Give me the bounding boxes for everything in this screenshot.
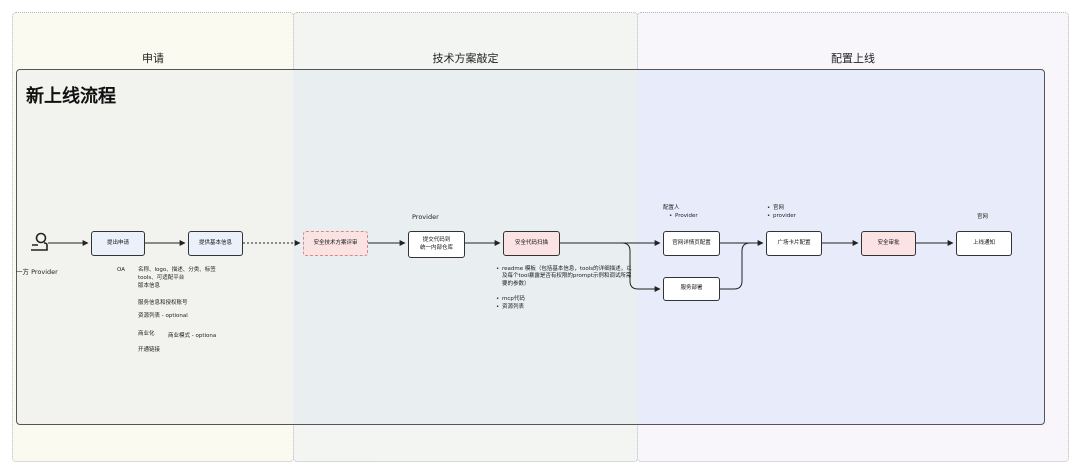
resource-list: 资源列表 - optional [138,313,188,319]
actor-label: 一方 Provider [16,268,58,276]
node-launch-notice[interactable]: 上线通知 [956,231,1012,256]
node-submit-code[interactable]: 提交代码到 统一内部仓库 [408,231,465,258]
node-security-audit[interactable]: 安全审批 [861,231,916,256]
oa-label: OA [117,267,125,273]
node-code-scan[interactable]: 安全代码扫描 [503,231,560,256]
node-deploy[interactable]: 服务部署 [663,277,720,301]
lane-title-config-launch: 配置上线 [831,52,875,65]
service-info: 服务信息和授权账号 [138,300,188,306]
commercial: 商业化 [138,331,155,337]
info-line-1: 名称、logo、描述、分类、标签 [138,267,216,273]
flow-bg-apply [17,70,293,424]
plaza-bullet-1: 官网 [767,205,784,213]
flow-title: 新上线流程 [26,86,116,107]
config-owner: 配置人 [663,205,680,211]
audit-owner: 官网 [977,214,989,220]
arrow-deploy-plaza [720,242,751,290]
provider-label: Provider [412,213,439,221]
node-basic-info[interactable]: 提供基本信息 [188,231,243,256]
business-model: 商业模式 - optiona [168,333,217,339]
billing: 开通链接 [138,347,161,353]
flow-panel [16,69,1045,425]
node-security-review[interactable]: 安全技术方案评审 [303,231,368,256]
scan-bullet-2: mcp代码 [496,296,525,304]
scan-bullet-1: readme 模板（包括基本信息，tools的详细描述，以及每个tool暴露是否… [496,266,636,288]
plaza-bullet-2: provider [767,213,796,221]
node-plaza-config[interactable]: 广场卡片配置 [766,231,822,256]
info-line-3: 版本信息 [138,283,161,289]
person-icon [29,232,49,252]
lane-title-tech-plan: 技术方案敲定 [432,52,499,65]
scan-bullet-3: 资源列表 [496,304,524,312]
node-submit-request[interactable]: 提出申请 [91,231,145,256]
lane-title-apply: 申请 [142,52,164,65]
info-line-2: tools、可适配平台 [138,275,185,281]
node-website-config[interactable]: 官网详情页配置 [663,231,720,256]
config-owner-bullet-1: Provider [669,213,698,221]
